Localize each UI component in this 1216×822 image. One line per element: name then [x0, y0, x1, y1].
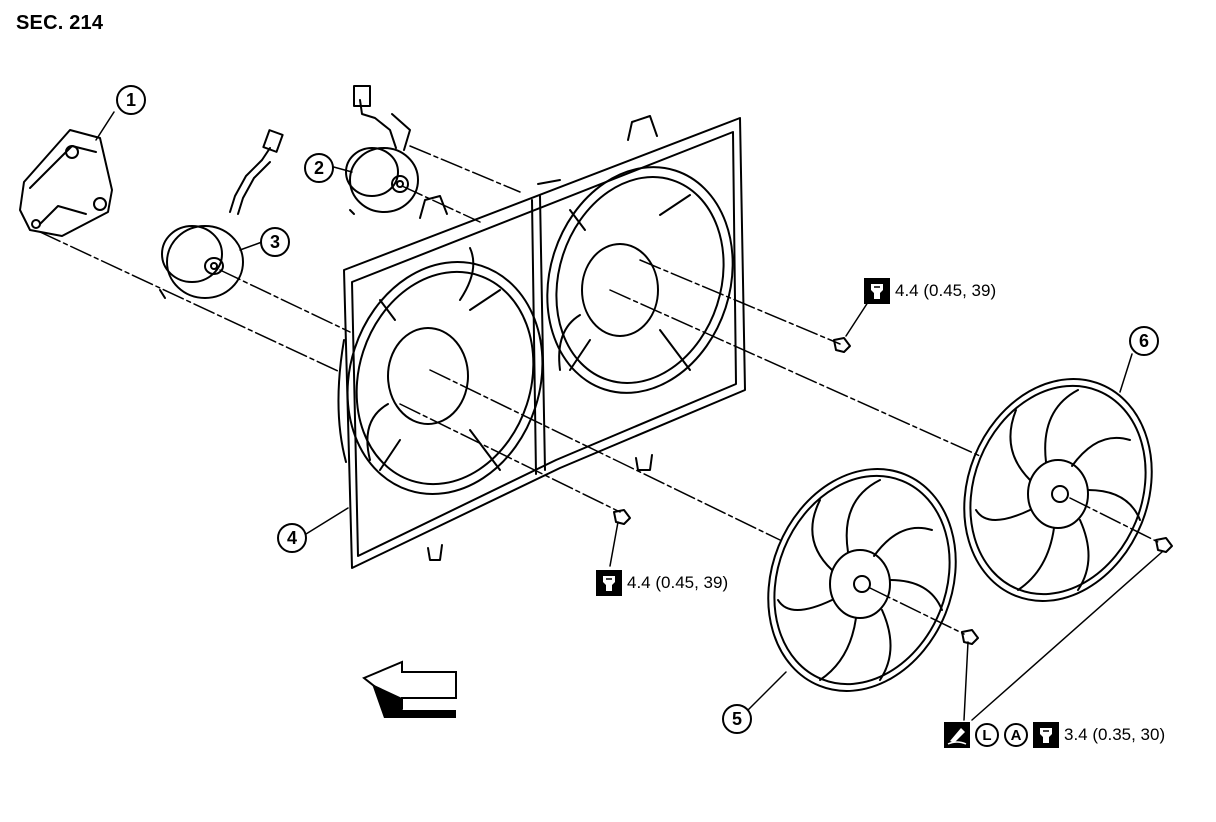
torque-upper-value: 4.4 (0.45, 39)	[895, 281, 997, 300]
section-number: SEC. 214	[16, 12, 104, 34]
tightening-torque-icon	[596, 570, 622, 596]
fan-motor-right	[345, 85, 419, 215]
torque-lower-value: 4.4 (0.45, 39)	[627, 573, 729, 592]
front-direction-arrow-icon	[362, 660, 457, 718]
fan-motor-bracket	[19, 129, 113, 237]
callout-6: 6	[1129, 326, 1159, 356]
callout-1: 1	[116, 85, 146, 115]
torque-fan-nut: L A 3.4 (0.35, 30)	[944, 722, 1165, 748]
torque-fan-nut-value: 3.4 (0.35, 30)	[1064, 725, 1166, 744]
torque-lower-bolt: 4.4 (0.45, 39)	[596, 570, 728, 596]
mounting-bolts	[613, 337, 1173, 645]
tightening-torque-icon	[864, 278, 890, 304]
fan-blade-left	[767, 468, 957, 692]
callout-3: 3	[260, 227, 290, 257]
locking-sealant-icon	[944, 722, 970, 748]
fan-shroud	[337, 115, 746, 569]
tightening-torque-icon	[1033, 722, 1059, 748]
assembly-guide-lines	[39, 145, 1159, 635]
fan-blade-right	[963, 378, 1153, 602]
callout-leaders	[95, 111, 1163, 721]
sealant-symbol: L	[975, 723, 999, 747]
anti-seize-symbol: A	[1004, 723, 1028, 747]
callout-4: 4	[277, 523, 307, 553]
callout-5: 5	[722, 704, 752, 734]
callout-2: 2	[304, 153, 334, 183]
torque-upper-bolt: 4.4 (0.45, 39)	[864, 278, 996, 304]
fan-motor-left	[159, 129, 284, 299]
